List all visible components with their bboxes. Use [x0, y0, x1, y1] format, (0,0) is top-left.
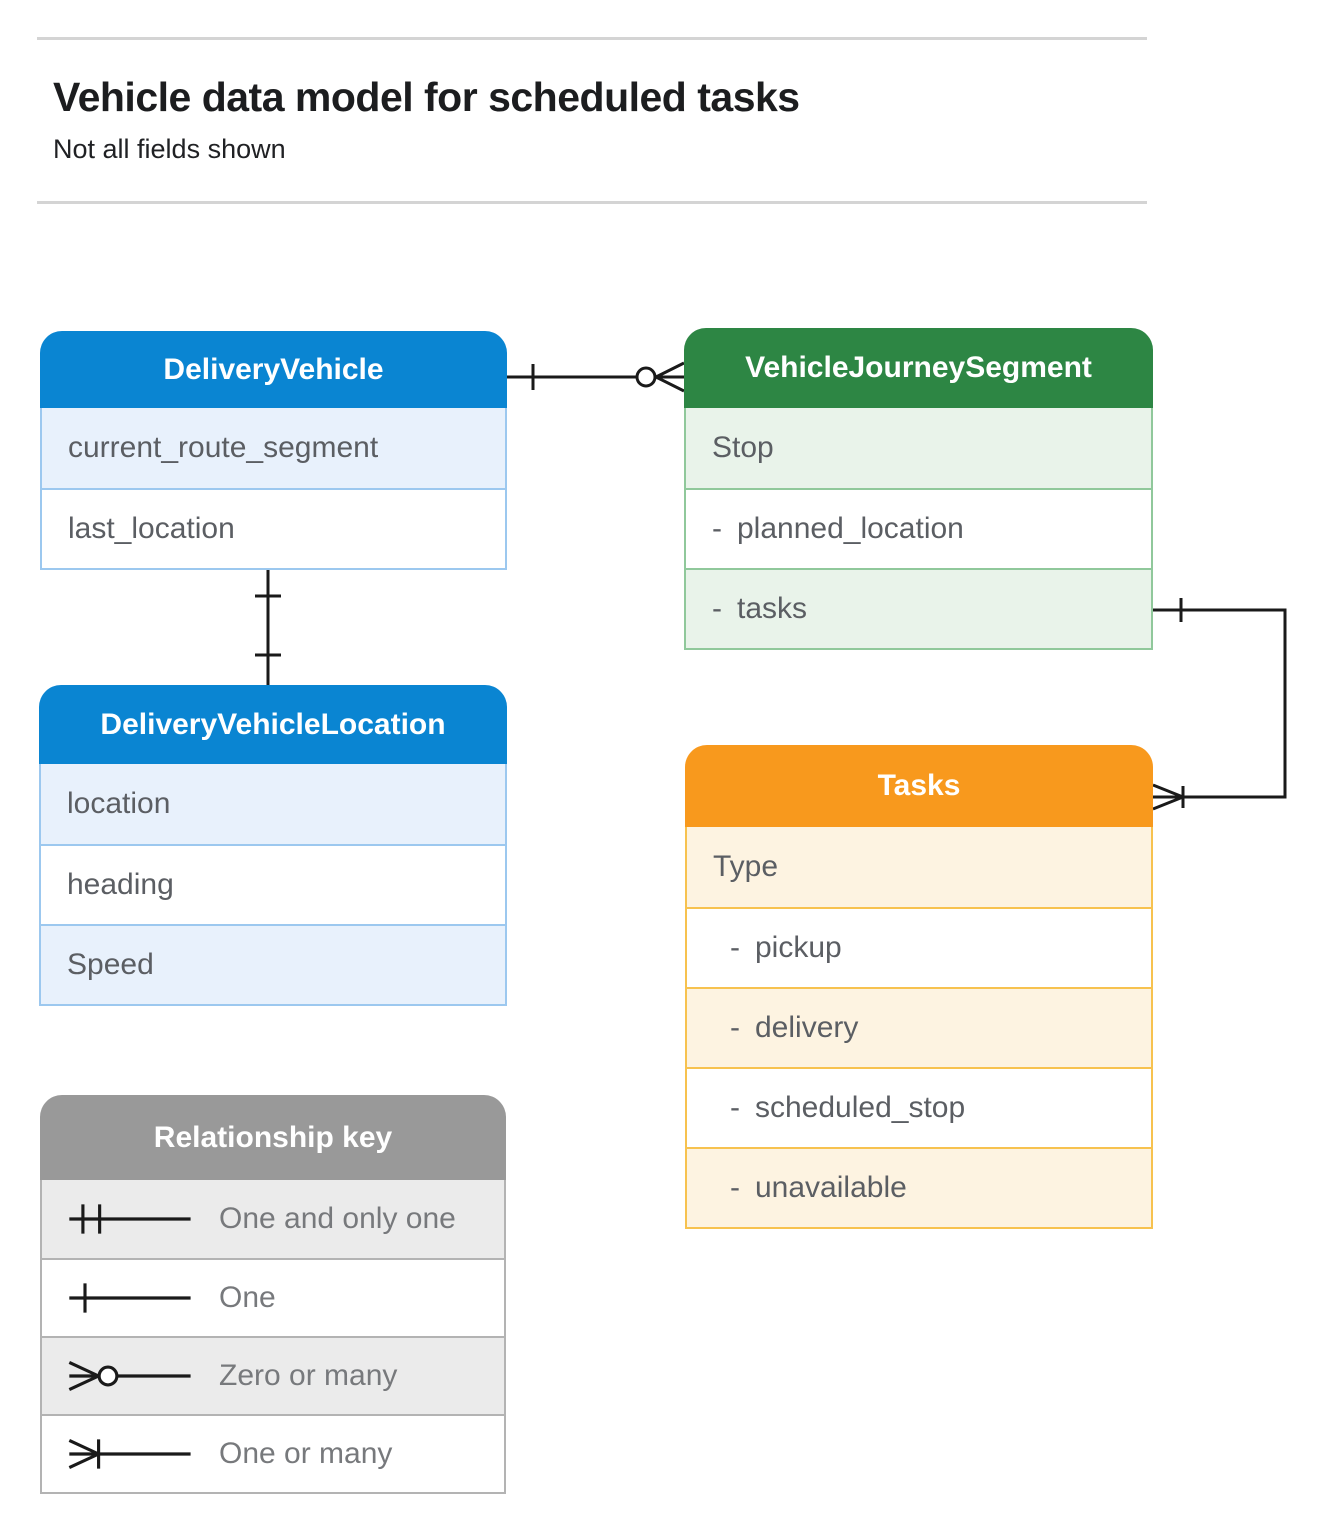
field-row: Stop: [686, 408, 1151, 488]
top-divider: [37, 37, 1147, 40]
page-subtitle: Not all fields shown: [53, 134, 286, 164]
field-label: heading: [67, 868, 174, 901]
crow-foot: [655, 361, 685, 393]
field-label: delivery: [755, 1011, 859, 1044]
connector-deliveryvehicle-deliveryvehiclelocation: [255, 568, 281, 685]
field-label: tasks: [737, 592, 808, 625]
entity-fields: Type-pickup-delivery-scheduled_stop-unav…: [685, 827, 1153, 1229]
key-label: One: [219, 1281, 276, 1314]
field-label: Type: [713, 850, 779, 883]
key-label: One or many: [219, 1437, 393, 1470]
key-label: One and only one: [219, 1202, 456, 1235]
field-row: -pickup: [687, 907, 1151, 987]
key-label: Zero or many: [219, 1359, 398, 1392]
key-row: One: [42, 1258, 504, 1336]
field-prefix: -: [730, 1171, 740, 1204]
field-row: -scheduled_stop: [687, 1067, 1151, 1147]
field-label: Speed: [67, 948, 154, 981]
entity-title: VehicleJourneySegment: [684, 328, 1153, 408]
entity-title: DeliveryVehicle: [40, 331, 507, 408]
relationship-key-title: Relationship key: [40, 1095, 506, 1180]
connector-line: [1153, 608, 1287, 799]
field-row: -unavailable: [687, 1147, 1151, 1227]
field-prefix: -: [712, 512, 722, 545]
field-prefix: -: [730, 1011, 740, 1044]
entity-fields: Stop-planned_location-tasks: [684, 408, 1153, 650]
field-label: location: [67, 787, 171, 820]
crow-foot: [1152, 783, 1184, 811]
field-prefix: -: [730, 1091, 740, 1124]
field-row: Type: [687, 827, 1151, 907]
field-row: -tasks: [686, 568, 1151, 648]
entity-title: Tasks: [685, 745, 1153, 827]
field-prefix: -: [730, 931, 740, 964]
entity-title: DeliveryVehicleLocation: [39, 685, 507, 764]
connector-deliveryvehicle-vehiclejourneysegment: [507, 361, 685, 393]
key-row: Zero or many: [42, 1336, 504, 1414]
field-label: pickup: [755, 931, 842, 964]
field-label: planned_location: [737, 512, 964, 545]
key-row: One or many: [42, 1414, 504, 1492]
field-label: last_location: [68, 512, 235, 545]
one-and-only-one-symbol: [69, 1204, 191, 1234]
field-row: last_location: [42, 488, 505, 568]
field-row: current_route_segment: [42, 408, 505, 488]
field-row: Speed: [41, 924, 505, 1004]
field-row: -delivery: [687, 987, 1151, 1067]
page-title: Vehicle data model for scheduled tasks: [53, 74, 800, 120]
one-or-many-symbol: [68, 1438, 191, 1470]
key-row: One and only one: [42, 1180, 504, 1258]
field-label: current_route_segment: [68, 431, 379, 464]
field-label: unavailable: [755, 1171, 907, 1204]
field-label: Stop: [712, 431, 774, 464]
entity-fields: current_route_segment last_location: [40, 408, 507, 570]
field-prefix: -: [712, 592, 722, 625]
zero-or-many-symbol: [68, 1360, 191, 1392]
entity-tasks: Tasks Type-pickup-delivery-scheduled_sto…: [685, 745, 1153, 1229]
one-symbol: [69, 1283, 191, 1313]
entity-vehicle-journey-segment: VehicleJourneySegment Stop-planned_locat…: [684, 328, 1153, 650]
connector-vehiclejourneysegment-tasks: [1152, 598, 1287, 811]
zero-ring: [635, 366, 657, 388]
field-row: -planned_location: [686, 488, 1151, 568]
header-divider: [37, 201, 1147, 204]
field-row: location: [41, 764, 505, 844]
field-label: scheduled_stop: [755, 1091, 966, 1124]
field-row: heading: [41, 844, 505, 924]
